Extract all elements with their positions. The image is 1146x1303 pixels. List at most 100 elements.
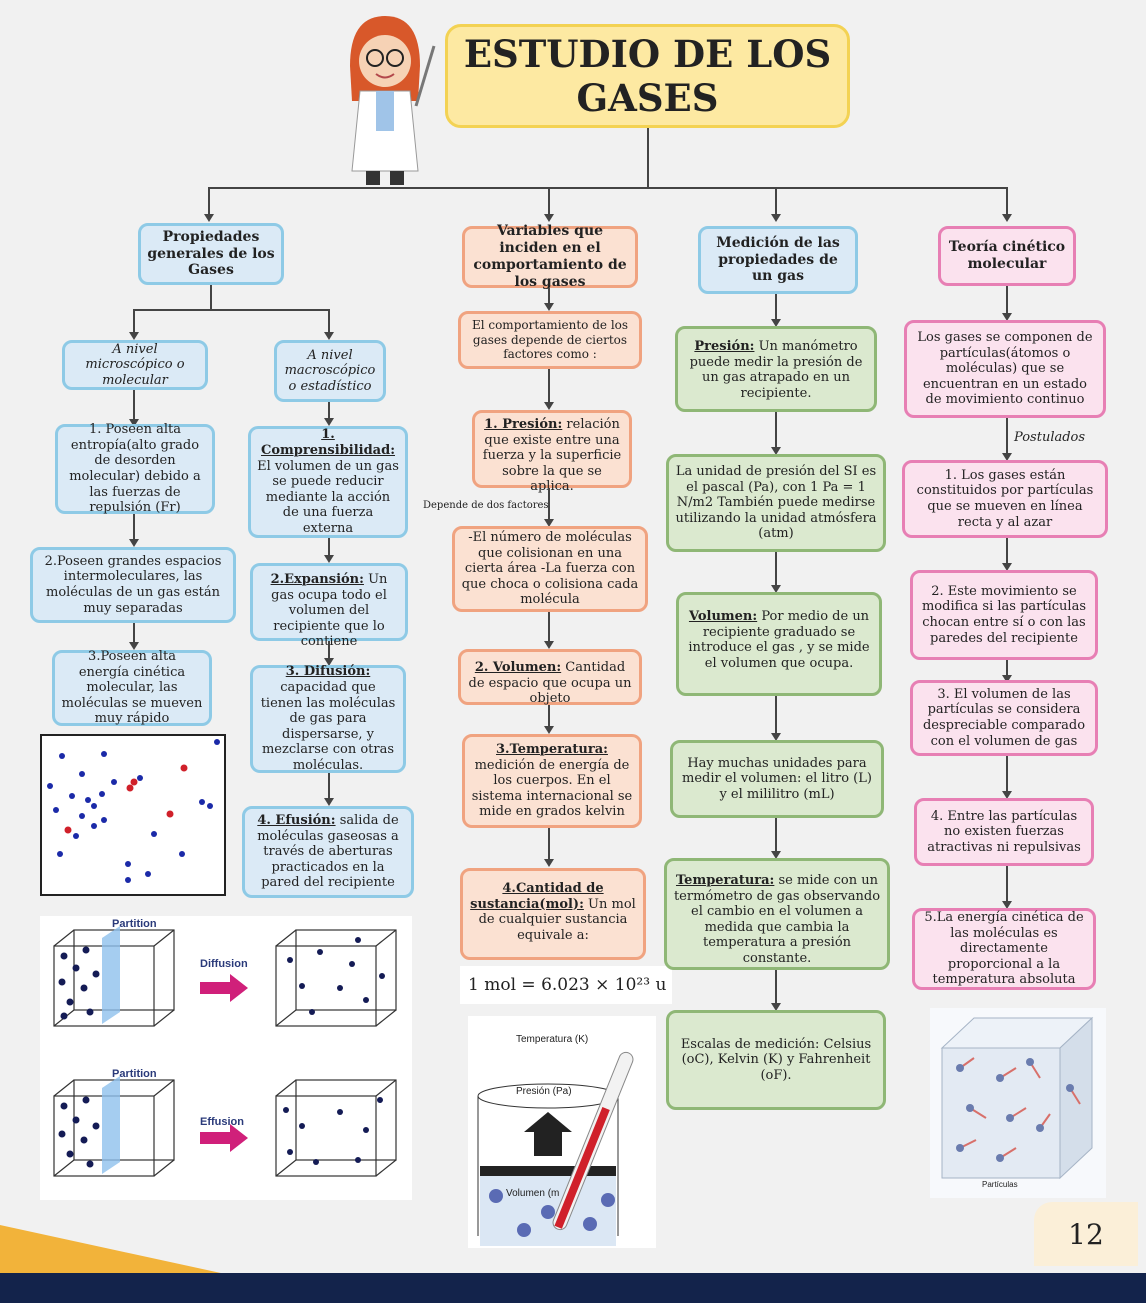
arrow: [544, 519, 554, 527]
arrow: [771, 447, 781, 455]
teoria-intro-text: Los gases se componen de partículas(átom…: [917, 330, 1093, 408]
macro-box: A nivel macroscópico o estadístico: [274, 340, 386, 402]
postulado-text: 3. El volumen de las partículas se consi…: [922, 686, 1086, 749]
micro-item-text: 3.Poseen alta energía cinética molecular…: [61, 649, 203, 727]
teoria-intro: Los gases se componen de partículas(átom…: [904, 320, 1106, 418]
arrow: [544, 402, 554, 410]
arrow: [771, 1003, 781, 1011]
connector: [647, 128, 649, 188]
connector: [133, 309, 135, 333]
macro-item-title: 2.Expansión:: [270, 572, 364, 587]
scientist-illustration: [330, 6, 440, 186]
arrow: [1002, 675, 1012, 683]
connector: [548, 369, 550, 403]
arrow: [1002, 563, 1012, 571]
medicion-title: Volumen:: [688, 609, 758, 624]
micro-item-1: 1. Poseen alta entropía(alto grado de de…: [55, 422, 215, 516]
arrow: [324, 555, 334, 563]
header-propiedades: Propiedades generales de los Gases: [138, 223, 284, 285]
postulado-text: 1. Los gases están constituidos por part…: [916, 467, 1094, 530]
footer-accent: [0, 1225, 230, 1275]
medicion-presion: Presión: Un manómetro puede medir la pre…: [675, 326, 877, 412]
particle-cube-figure: Partículas: [930, 1008, 1106, 1198]
macro-text: A nivel macroscópico o estadístico: [284, 347, 376, 394]
variable-text: medición de energía de los cuerpos. En e…: [471, 757, 633, 820]
arrow: [771, 733, 781, 741]
connector: [1006, 286, 1008, 314]
particulas-label: Partículas: [982, 1180, 1018, 1189]
connector: [328, 538, 330, 556]
page-number: 12: [1034, 1202, 1138, 1266]
arrow: [204, 214, 214, 222]
variable-text: Un mol de cualquier sustancia equivale a…: [478, 896, 636, 943]
factors-box: -El número de moléculas que colisionan e…: [452, 526, 648, 612]
arrow: [324, 658, 334, 666]
connector: [548, 828, 550, 860]
medicion-text: Escalas de medición: Celsius (oC), Kelvi…: [680, 1036, 872, 1083]
medicion-text: Por medio de un recipiente graduado se i…: [688, 609, 870, 671]
connector: [1006, 538, 1008, 564]
medicion-title: Temperatura:: [675, 873, 775, 888]
postulados-label: Postulados: [1014, 430, 1086, 445]
temperature-label: Temperatura (K): [516, 1034, 589, 1045]
medicion-escalas: Escalas de medición: Celsius (oC), Kelvi…: [666, 1010, 886, 1110]
arrow: [544, 214, 554, 222]
micro-item-3: 3.Poseen alta energía cinética molecular…: [52, 649, 212, 727]
arrow: [129, 642, 139, 650]
header-text: Medición de las propiedades de un gas: [716, 234, 840, 285]
partition-label: Partition: [112, 918, 157, 930]
macro-item-4: 4. Efusión: salida de moléculas gaseosas…: [242, 806, 414, 898]
volume-label: Volumen (m: [506, 1188, 560, 1199]
mol-formula: 1 mol = 6.023 × 10²³ u: [460, 966, 672, 1004]
micro-item-text: 1. Poseen alta entropía(alto grado de de…: [69, 422, 201, 516]
variables-intro-text: El comportamiento de los gases depende d…: [471, 318, 629, 362]
partition-label: Partition: [112, 1068, 157, 1080]
connector: [775, 294, 777, 320]
medicion-unidades-volumen: Hay muchas unidades para medir el volume…: [670, 740, 884, 818]
connector: [1006, 756, 1008, 792]
connector: [133, 623, 135, 643]
connector: [775, 696, 777, 734]
connector: [775, 818, 777, 852]
title-text: ESTUDIO DE LOS GASES: [463, 31, 832, 120]
connector: [548, 705, 550, 727]
micro-item-2: 2.Poseen grandes espacios intermolecular…: [30, 547, 236, 623]
footer-band: [0, 1273, 1146, 1303]
postulado-text: 2. Este movimiento se modifica si las pa…: [921, 583, 1087, 646]
connector: [133, 309, 329, 311]
postulado-4: 4. Entre las partículas no existen fuerz…: [914, 798, 1094, 866]
variable-title: 3.Temperatura:: [496, 742, 608, 758]
factors-text: -El número de moléculas que colisionan e…: [461, 530, 639, 608]
medicion-title: Presión:: [694, 339, 755, 354]
arrow: [544, 641, 554, 649]
connector: [548, 488, 550, 520]
connector: [133, 514, 135, 540]
medicion-text: se mide con un termómetro de gas observa…: [673, 873, 881, 966]
postulado-2: 2. Este movimiento se modifica si las pa…: [910, 570, 1098, 660]
depends-label: Depende de dos factores: [423, 500, 549, 511]
arrow: [1002, 214, 1012, 222]
arrow: [771, 214, 781, 222]
connector: [328, 309, 330, 333]
micro-text: A nivel microscópico o molecular: [85, 341, 185, 388]
postulado-text: 4. Entre las partículas no existen fuerz…: [927, 808, 1081, 855]
macro-item-text: capacidad que tienen las moléculas de ga…: [260, 680, 396, 773]
micro-item-text: 2.Poseen grandes espacios intermolecular…: [44, 553, 222, 616]
arrow: [771, 851, 781, 859]
arrow: [1002, 791, 1012, 799]
header-variables: Variables que inciden en el comportamien…: [462, 223, 638, 290]
header-text: Teoría cinético molecular: [948, 239, 1066, 272]
connector: [548, 187, 550, 215]
connector: [775, 970, 777, 1004]
macro-item-text: salida de moléculas gaseosas a través de…: [257, 813, 399, 891]
variable-cantidad: 4.Cantidad de sustancia(mol): Un mol de …: [460, 868, 646, 960]
macro-item-2: 2.Expansión: Un gas ocupa todo el volume…: [250, 563, 408, 649]
variable-text: Cantidad de espacio que ocupa un objeto: [468, 660, 632, 707]
diffusion-label: Diffusion: [200, 958, 248, 970]
macro-item-text: El volumen de un gas se puede reducir me…: [257, 458, 399, 536]
pressure-label: Presión (Pa): [516, 1086, 572, 1097]
macro-item-title: 3. Difusión:: [285, 664, 371, 680]
postulado-text: 5.La energía cinética de las moléculas e…: [924, 910, 1084, 988]
postulado-1: 1. Los gases están constituidos por part…: [902, 460, 1108, 538]
header-teoria: Teoría cinético molecular: [938, 226, 1076, 286]
